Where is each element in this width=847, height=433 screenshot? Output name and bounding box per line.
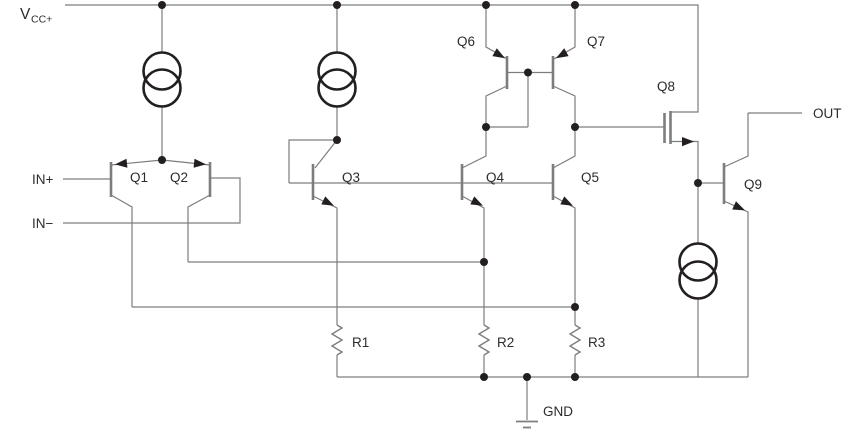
device-arrows [115,48,745,211]
junction-dot [480,373,488,381]
junction-dot [524,68,532,77]
q9-collector-lead [723,113,749,168]
junction-dot [333,1,341,9]
junction-dot [571,1,579,9]
current-source-icon [678,260,718,300]
q5-collector-lead [552,127,576,169]
q7-label: Q7 [587,34,605,49]
junction-dot [571,373,579,381]
transistor-bars [109,56,726,204]
junction-dot [694,179,702,187]
q9-emitter-lead [723,200,749,377]
r2-label: R2 [497,335,514,350]
current-source-input-tail [142,51,182,108]
q4-label: Q4 [486,170,505,185]
junction-dot [571,123,579,131]
junction-dot [571,303,579,311]
q2-label: Q2 [170,170,188,185]
wires [63,4,802,420]
junction-dot [482,1,490,9]
resistors [330,324,582,356]
vcc-label: V [20,6,31,23]
junction-dot [480,258,488,266]
junction-dot [158,1,166,9]
q6-pnp-arrow-icon [492,48,505,59]
in-plus-label: IN+ [32,172,54,187]
q6-label: Q6 [457,34,475,49]
vcc-rail-and-q8-drain [65,4,699,113]
q1-pnp-arrow-icon [115,158,128,168]
q4-emitter-lead [461,195,485,325]
q3-collector-lead [314,139,338,169]
junction-dot [333,136,341,144]
q9-label: Q9 [744,177,762,192]
q1-label: Q1 [130,170,148,185]
q8-source-arrow-icon [682,137,694,147]
current-source-icon [142,51,182,91]
junction-dot [158,156,166,164]
q8-source-lead [671,140,699,183]
r1-label: R1 [352,335,369,350]
q2-collector-lead [187,194,211,262]
junction-dot [482,123,490,131]
q4-collector-lead [461,127,487,169]
ground-symbol-icon [516,420,538,429]
labels: V CC+ IN+ IN− OUT GND Q1 Q2 Q3 Q4 Q5 Q6 … [20,6,842,419]
q7-pnp-arrow-icon [556,48,569,59]
current-source-icon [142,68,182,108]
resistor-r3-zigzag [568,324,582,356]
q9-npn-arrow-icon [732,201,745,211]
q6-collector-lead [485,85,508,127]
out-label: OUT [813,106,842,121]
resistor-r1-zigzag [330,324,344,356]
q1-collector-lead [110,194,133,307]
junction-dot [523,373,531,381]
current-source-q3-bias [317,51,357,108]
q3-label: Q3 [342,170,360,185]
q7-collector-lead [552,85,576,127]
vcc-sub-label: CC+ [31,14,52,26]
q3-emitter-lead [312,195,338,325]
q5-emitter-lead [552,195,576,325]
in-minus-wire [63,177,241,224]
current-source-output [678,242,718,300]
q5-label: Q5 [581,170,599,185]
junction-dots [158,1,702,381]
q3-diode-loop [288,139,337,183]
q5-npn-arrow-icon [560,196,573,206]
current-source-icon [317,68,357,108]
q8-label: Q8 [657,79,675,94]
resistor-r2-zigzag [477,324,491,356]
current-source-icon [678,242,718,282]
q4-npn-arrow-icon [470,196,483,206]
q3-npn-arrow-icon [321,196,334,206]
gnd-label: GND [543,404,573,419]
r3-label: R3 [588,335,605,350]
q2-pnp-arrow-icon [193,158,206,168]
current-source-icon [317,51,357,91]
in-minus-label: IN− [32,216,54,231]
